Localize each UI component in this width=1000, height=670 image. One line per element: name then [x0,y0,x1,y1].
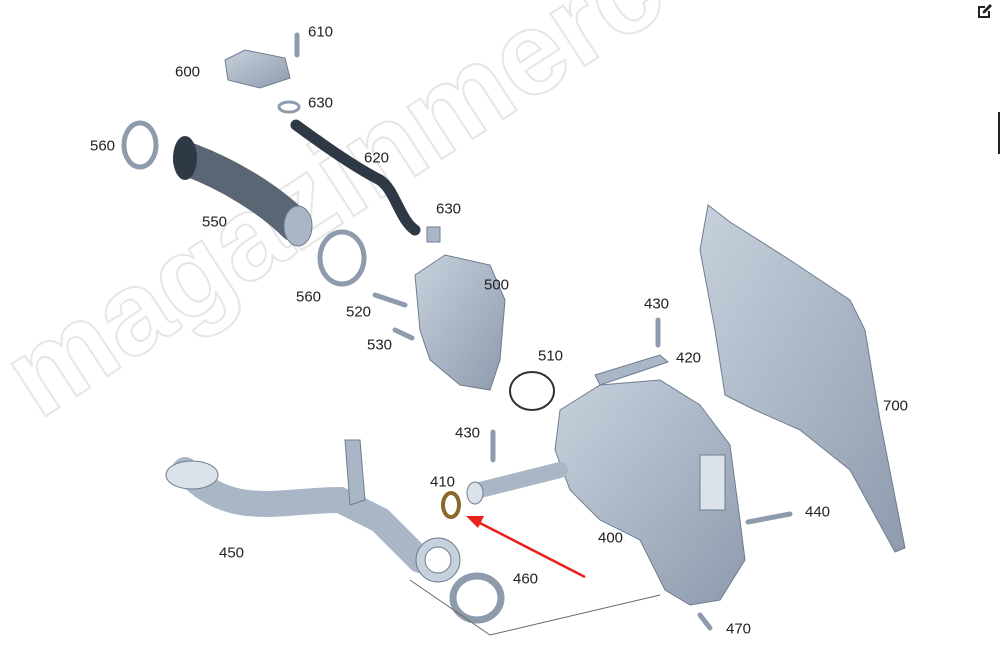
clamp-560 [317,229,367,287]
edit-icon[interactable] [976,2,994,20]
part-label[interactable]: 560 [90,137,116,155]
part-label[interactable]: 420 [676,349,702,367]
part-label[interactable]: 610 [308,23,334,41]
part-label[interactable]: 440 [805,503,831,521]
seal-410 [441,491,461,519]
part-label[interactable]: 630 [308,94,334,112]
heat-shield-700 [699,204,906,553]
part-label[interactable]: 460 [513,570,539,588]
pressure-sensor-600 [224,49,291,89]
egr-valve-500 [414,254,506,391]
gasket-460 [449,572,505,624]
part-label[interactable]: 550 [202,213,228,231]
part-label[interactable]: 470 [726,620,752,638]
part-label[interactable]: 620 [364,149,390,167]
egr-cooler-400 [554,379,746,606]
hose-620 [290,119,421,236]
part-label[interactable]: 410 [430,473,456,491]
part-label[interactable]: 630 [436,200,462,218]
part-label[interactable]: 430 [455,424,481,442]
seal-ring-510 [509,371,555,411]
part-label[interactable]: 510 [538,347,564,365]
part-label[interactable]: 530 [367,336,393,354]
part-label[interactable]: 430 [644,295,670,313]
part-label[interactable]: 520 [346,303,372,321]
part-label[interactable]: 450 [219,544,245,562]
part-label[interactable]: 600 [175,63,201,81]
part-label[interactable]: 400 [598,529,624,547]
scrollbar[interactable] [998,112,1000,154]
clamp-560 [121,120,159,170]
part-label[interactable]: 700 [883,397,909,415]
part-label[interactable]: 500 [484,276,510,294]
part-label[interactable]: 560 [296,288,322,306]
